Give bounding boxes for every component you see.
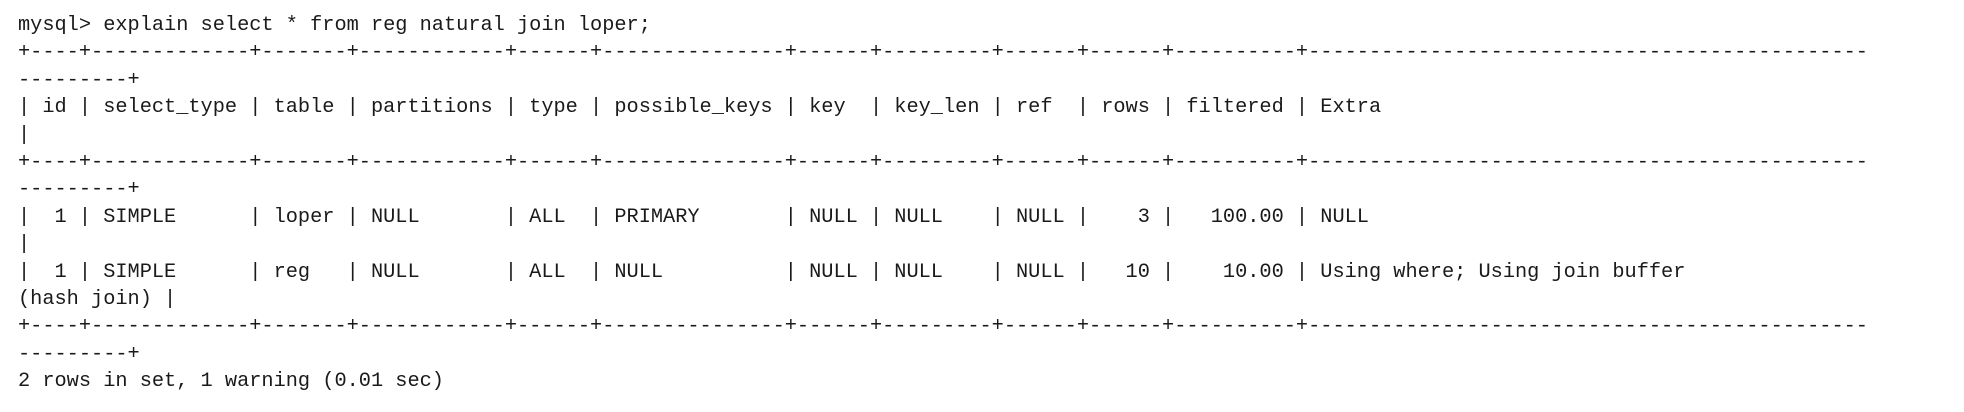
table-border-top-wrap: ---------+ bbox=[18, 68, 140, 92]
command-prompt-line: mysql> explain select * from reg natural… bbox=[18, 14, 651, 37]
table-border-mid: +----+-------------+-------+------------… bbox=[18, 150, 1868, 174]
table-row-loper: | 1 | SIMPLE | loper | NULL | ALL | PRIM… bbox=[18, 205, 1369, 229]
table-header-row-wrap: | bbox=[18, 123, 31, 147]
table-border-top: +----+-------------+-------+------------… bbox=[18, 41, 1868, 65]
table-row-loper-wrap: | bbox=[18, 233, 31, 257]
table-row-reg: | 1 | SIMPLE | reg | NULL | ALL | NULL |… bbox=[18, 260, 1686, 284]
table-border-mid-wrap: ---------+ bbox=[18, 178, 140, 202]
result-summary: 2 rows in set, 1 warning (0.01 sec) bbox=[18, 370, 444, 394]
table-header-row: | id | select_type | table | partitions … bbox=[18, 96, 1382, 120]
table-border-bottom-wrap: ---------+ bbox=[18, 342, 140, 366]
table-border-bottom: +----+-------------+-------+------------… bbox=[18, 315, 1868, 339]
table-row-reg-wrap: (hash join) | bbox=[18, 287, 177, 311]
